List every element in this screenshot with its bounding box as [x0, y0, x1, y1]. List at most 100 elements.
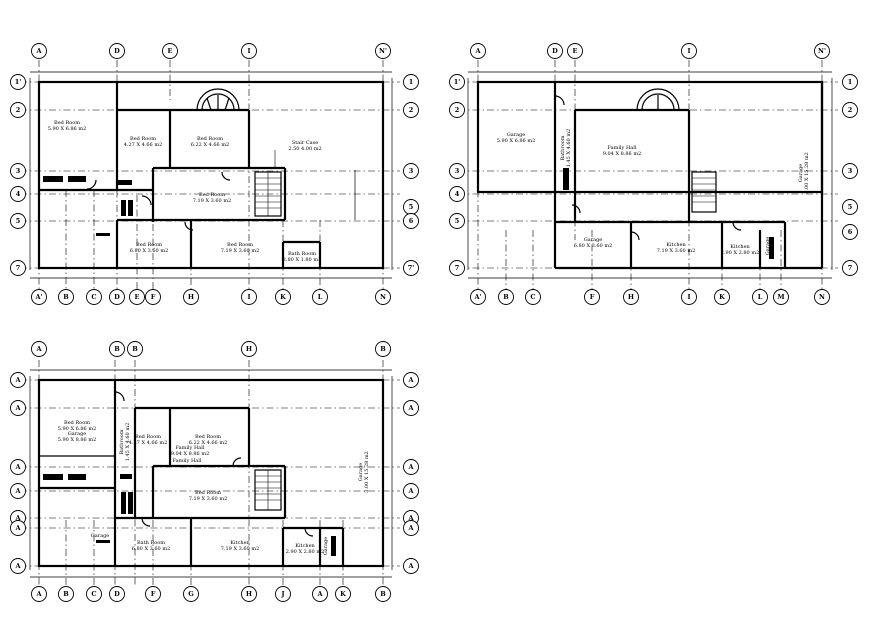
plan-3-bottom-label-1-text: B	[63, 590, 69, 598]
plan-3-room-4-size: 6.22 X 4.66 m2	[189, 440, 228, 446]
plan-2-left-label-5-text: 7	[455, 264, 460, 272]
plan-2-bottom-label-8-circle	[773, 289, 789, 305]
plan-2-bottom-label-6-text: K	[719, 293, 725, 301]
plan-1-bottom-label-6-circle	[183, 289, 199, 305]
plan-3-room-11-size: 7.19 X 3.60 m2	[221, 546, 260, 552]
plan-1-bottom-label-0-text: A'	[34, 293, 42, 301]
plan-3-right-label-2-text: A	[407, 463, 414, 471]
plan-1-room-0-name: Bed Room	[54, 120, 80, 126]
plan-1-right-label-4-circle	[403, 213, 419, 229]
plan-2-top-label-3: I	[681, 43, 697, 59]
plan-1-top-label-1-text: D	[114, 47, 120, 55]
plan-3-room-12-name: Kitchen	[295, 543, 315, 549]
plan-2-bottom-label-0: A'	[470, 289, 486, 305]
plan-3-bottom-label-4-text: F	[151, 590, 156, 598]
plan-1-right-label-4-text: 6	[409, 217, 414, 225]
plan-2-room-3-size: 3.00 X 15.28 m2	[804, 152, 810, 194]
plan-2-bottom-label-4-circle	[623, 289, 639, 305]
plan-2-bottom-label-6-circle	[714, 289, 730, 305]
plan-3-right-label-6-text: A	[407, 562, 414, 570]
plan-1-right-label-0-text: 1	[409, 78, 414, 86]
plan-2-room-2-size: 9.04 X 8.86 m2	[603, 151, 642, 157]
plan-2-top-label-4-text: N'	[818, 47, 826, 55]
plan-2-right-label-3-text: 5	[848, 203, 853, 211]
plan-2-room-2-name: Family Hall	[607, 145, 636, 151]
plan-1-top-label-1-circle	[109, 43, 125, 59]
plan-3-left-label-3: A	[10, 483, 26, 499]
plan-1-room-1-size: 4.27 X 4.66 m2	[124, 142, 163, 148]
plan-3-fixtures	[43, 474, 336, 556]
plan-2-room-5-size: 7.19 X 3.60 m2	[657, 248, 696, 254]
plan-2-left-label-1-text: 2	[455, 106, 460, 114]
plan-1-right-label-2-text: 3	[409, 167, 414, 175]
plan-2-right-label-2: 3	[842, 163, 858, 179]
plan-1-room-3-size: 2.50 4.00 m2	[288, 146, 321, 152]
plan-2-room-0-name: Garage	[507, 132, 526, 138]
plan-3-right-label-1: A	[403, 400, 419, 416]
plan-1-room-7-name: Bath Room	[288, 251, 316, 257]
plan-3-top-label-3-circle	[241, 341, 257, 357]
plan-1-bottom-label-4-circle	[129, 289, 145, 305]
plan-3-walls	[37, 378, 385, 568]
plan-2-right-label-0-text: 1	[848, 78, 853, 86]
plan-1-bottom-label-7-text: I	[247, 293, 250, 301]
plan-3-room-6-name: Family Hall	[172, 458, 201, 464]
plan-3-bottom-label-1-circle	[58, 586, 74, 602]
plan-1-top-label-0-text: A	[35, 47, 42, 55]
plan-1-bottom-label-8: K	[275, 289, 291, 305]
plan-1-room-3-name: Stair Case	[292, 140, 318, 146]
plan-1-left-label-3: 4	[10, 186, 26, 202]
plan-2-left-label-2: 3	[449, 163, 465, 179]
plan-1-left-label-1: 2	[10, 102, 26, 118]
plan-1-bottom-label-10-circle	[375, 289, 391, 305]
plan-3-left-label-0-circle	[10, 372, 26, 388]
plan-2-right-label-2-circle	[842, 163, 858, 179]
plan-1-left-label-4-text: 5	[16, 217, 21, 225]
plan-1-left-label-3-circle	[10, 186, 26, 202]
plan-3-bottom-label-0-text: A	[35, 590, 42, 598]
plan-3-room-1-size: 5.90 X 8.86 m2	[58, 437, 97, 443]
plan-2-bottom-label-4-text: H	[628, 293, 634, 301]
plan-1-bottom-label-3-text: D	[114, 293, 120, 301]
plan-1-top-label-2-circle	[162, 43, 178, 59]
plan-2-fixtures	[563, 168, 774, 259]
plan-1-bottom-label-3-circle	[109, 289, 125, 305]
plan-1-bottom-label-2-text: C	[91, 293, 96, 301]
plan-1-right-label-5-circle	[403, 260, 419, 276]
plan-2-bottom-label-9-circle	[814, 289, 830, 305]
plan-1-top-label-0: A	[31, 43, 47, 59]
plan-2-left-label-4-circle	[449, 213, 465, 229]
plan-2-stair-case	[691, 171, 717, 213]
plan-2-right-label-3-circle	[842, 199, 858, 215]
plan-2-room-0-size: 5.90 X 6.86 m2	[497, 138, 536, 144]
plan-2-right-label-5-circle	[842, 260, 858, 276]
plan-1-bottom-label-1: B	[58, 289, 74, 305]
plan-3-bottom-label-2-text: C	[91, 590, 96, 598]
plan-2-right-label-5: 7	[842, 260, 858, 276]
plan-3-left-label-2-circle	[10, 459, 26, 475]
plan-3-left-label-5-text: A	[14, 524, 21, 532]
plan-1-fixtures	[43, 176, 133, 236]
plan-3-bottom-label-7-circle	[275, 586, 291, 602]
plan-3-stair-case	[254, 469, 282, 511]
plan-1-room-6-size: 7.19 X 3.60 m2	[221, 248, 260, 254]
plan-3-bottom-label-6: H	[241, 586, 257, 602]
plan-3-left-label-4-text: A	[14, 514, 21, 522]
plan-3-top-label-3: H	[241, 341, 257, 357]
plan-3-bottom-label-10: B	[375, 586, 391, 602]
plan-1-bottom-label-10: N	[375, 289, 391, 305]
